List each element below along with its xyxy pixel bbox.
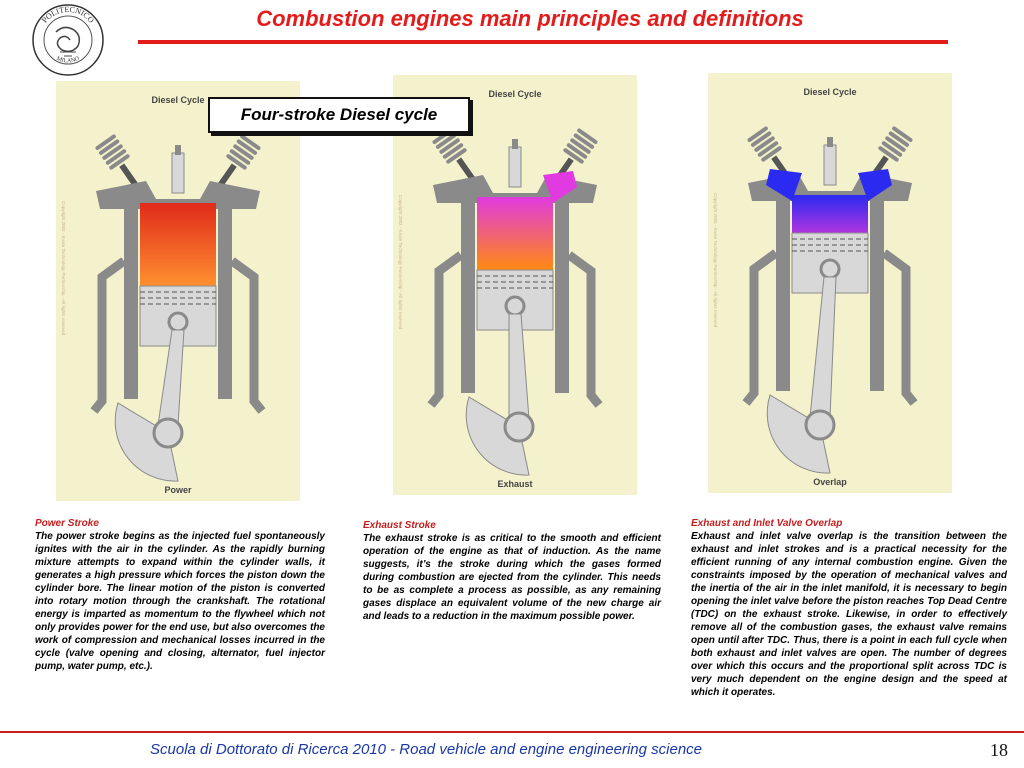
panel-caption: Power <box>164 485 192 495</box>
svg-text:POLITECNICO: POLITECNICO <box>40 5 96 25</box>
panel-title: Diesel Cycle <box>151 95 204 105</box>
panel-title: Diesel Cycle <box>803 87 856 97</box>
panel-caption: Overlap <box>813 477 847 487</box>
copyright-note: Copyright 2003 - Kruse Technology Partne… <box>61 201 66 336</box>
description-heading: Exhaust Stroke <box>363 520 436 531</box>
description-heading: Power Stroke <box>35 518 99 529</box>
description-overlap: Exhaust and Inlet Valve Overlap Exhaust … <box>691 517 1007 699</box>
engine-drawing <box>90 134 266 482</box>
combustion-chamber <box>477 197 553 270</box>
description-exhaust: Exhaust Stroke The exhaust stroke is as … <box>363 519 661 623</box>
footer-text: Scuola di Dottorato di Ricerca 2010 - Ro… <box>150 741 703 758</box>
engine-drawing <box>427 128 603 476</box>
university-seal-icon: POLITECNICO MILANO <box>32 4 104 76</box>
crank-counterweight <box>766 394 831 474</box>
logo-top-text: POLITECNICO <box>40 5 96 25</box>
cycle-callout: Four-stroke Diesel cycle <box>208 97 470 133</box>
combustion-chamber <box>792 195 868 233</box>
page-number: 18 <box>990 740 1008 760</box>
logo-bottom-text: MILANO <box>56 56 81 65</box>
connecting-rod <box>809 276 837 418</box>
crank-counterweight <box>114 402 179 482</box>
panel-title: Diesel Cycle <box>488 89 541 99</box>
engine-drawing <box>742 126 918 474</box>
title-underline <box>138 40 948 44</box>
description-body: Exhaust and inlet valve overlap is the t… <box>691 531 1007 698</box>
description-heading: Exhaust and Inlet Valve Overlap <box>691 518 843 529</box>
copyright-note: Copyright 2003 - Kruse Technology Partne… <box>713 193 718 328</box>
footer-rule <box>0 731 1024 733</box>
slide-title: Combustion engines main principles and d… <box>256 6 804 31</box>
crank-counterweight <box>465 396 530 476</box>
panel-caption: Exhaust <box>497 479 532 489</box>
description-power: Power Stroke The power stroke begins as … <box>35 517 325 673</box>
copyright-note: Copyright 2003 - Kruse Technology Partne… <box>398 195 403 330</box>
university-seal: POLITECNICO MILANO <box>30 2 106 78</box>
description-body: The power stroke begins as the injected … <box>35 531 325 672</box>
combustion-chamber <box>140 203 216 286</box>
svg-text:MILANO: MILANO <box>56 56 81 65</box>
description-body: The exhaust stroke is as critical to the… <box>363 533 661 622</box>
